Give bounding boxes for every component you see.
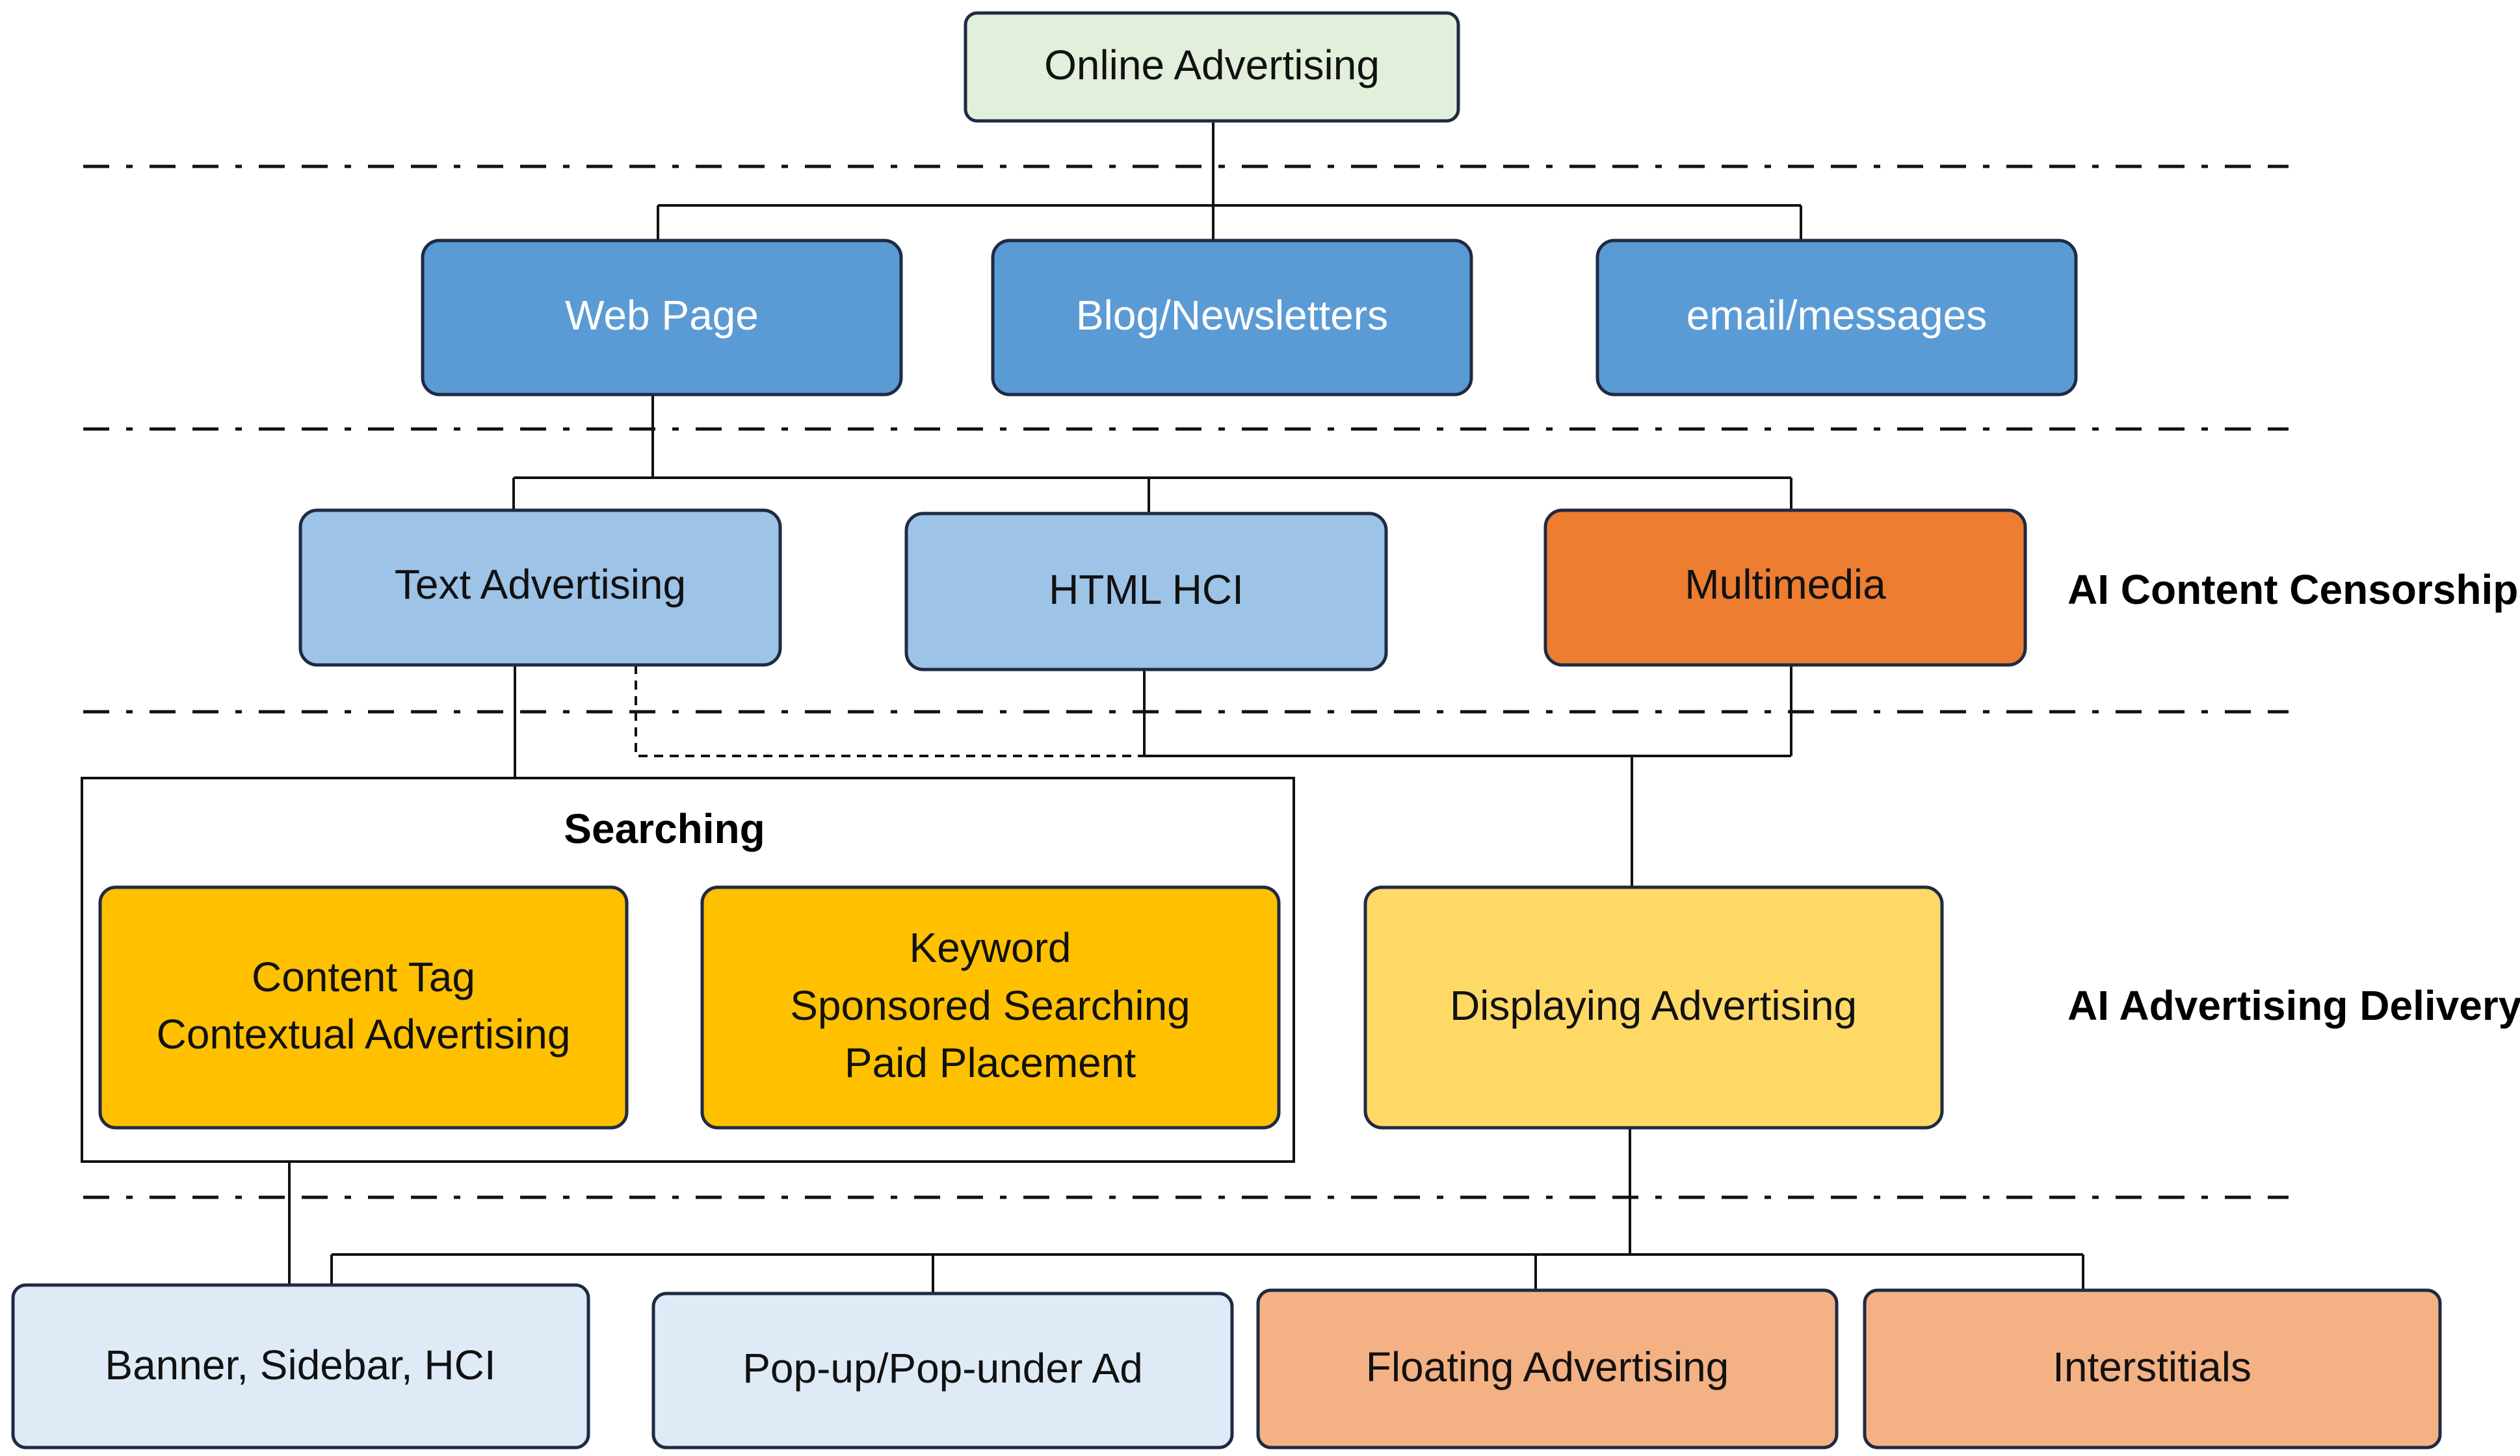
node-box [421,239,903,396]
dashed-connector [635,665,1144,757]
node-keyword: Keyword Sponsored Searching Paid Placeme… [700,885,1281,1130]
node-label: Interstitials [2053,1344,2251,1390]
node-displaying-advertising: Displaying Advertising [1363,885,1944,1130]
node-online-advertising: Online Advertising [964,11,1460,123]
node-box [991,239,1473,396]
node-label: Web Page [565,292,759,339]
node-label: Pop-up/Pop-under Ad [742,1345,1143,1392]
node-popup-ad: Pop-up/Pop-under Ad [651,1292,1234,1450]
node-box [700,885,1281,1130]
node-box [1863,1288,2442,1450]
node-box [298,508,782,667]
node-label: Text Advertising [395,561,686,608]
node-interstitials: Interstitials [1863,1288,2442,1450]
node-banner-sidebar-hci: Banner, Sidebar, HCI [11,1283,590,1450]
node-label-line-1: Content Tag [252,954,475,1000]
node-multimedia: Multimedia [1543,508,2027,667]
node-box [1543,508,2027,667]
node-label: Banner, Sidebar, HCI [105,1342,495,1388]
node-box [1595,239,2078,396]
node-email-messages: email/messages [1595,239,2078,396]
searching-group [81,777,1295,1163]
node-box [11,1283,590,1450]
node-box [98,885,629,1130]
node-html-hci: HTML HCI [904,512,1388,671]
node-label-line-1: Keyword [910,924,1071,971]
node-box [1256,1288,1839,1450]
node-web-page: Web Page [421,239,903,396]
searching-group-title: Searching [564,805,765,852]
node-label: Displaying Advertising [1450,982,1857,1029]
node-label: email/messages [1687,292,1987,339]
node-label-line-2: Contextual Advertising [157,1011,571,1058]
node-box [904,512,1388,671]
node-box [964,11,1460,123]
node-content-tag: Content Tag Contextual Advertising [98,885,629,1130]
node-blog-newsletters: Blog/Newsletters [991,239,1473,396]
layer-label-advertising-delivery: AI Advertising Delivery [2067,982,2520,1029]
node-label: HTML HCI [1049,566,1244,613]
node-label: Online Advertising [1044,42,1380,88]
node-box [651,1292,1234,1450]
node-label: Floating Advertising [1366,1344,1729,1390]
node-floating-advertising: Floating Advertising [1256,1288,1839,1450]
layer-label-content-censorship: AI Content Censorship [2067,566,2518,613]
node-label: Blog/Newsletters [1076,292,1388,339]
node-text-advertising: Text Advertising [298,508,782,667]
node-label-line-2: Sponsored Searching [790,982,1190,1029]
layer-separators [83,164,2289,1199]
node-label: Multimedia [1685,561,1886,608]
connectors [288,121,2084,1294]
node-label-line-3: Paid Placement [845,1039,1136,1086]
node-box [1363,885,1944,1130]
